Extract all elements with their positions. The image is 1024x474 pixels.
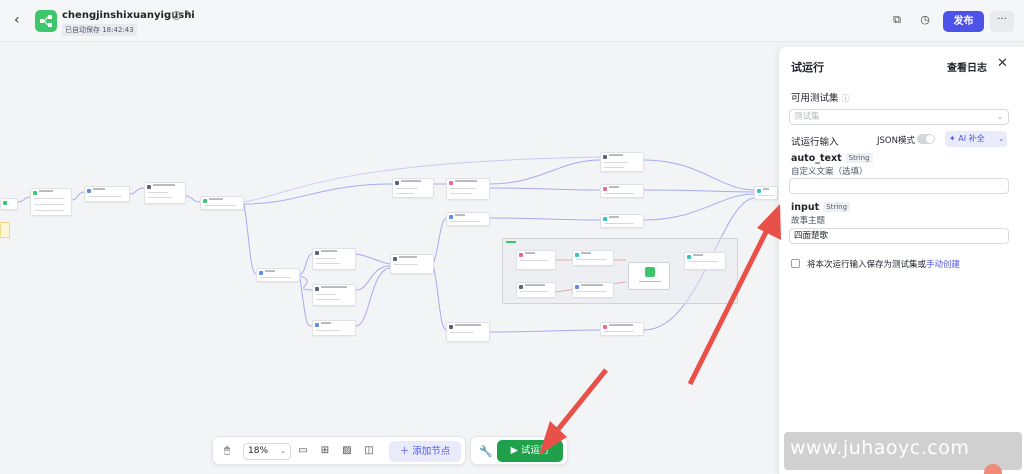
canvas-toolbar: 🖱 18% ⌄ ▭ ⊞ ▨ ◫ ＋ 添加节点: [212, 436, 466, 465]
field-auto-text-desc: 自定义文案（选填）: [791, 167, 868, 177]
manual-create-link[interactable]: 手动创建: [926, 260, 961, 270]
workflow-node[interactable]: [600, 184, 644, 198]
testset-placeholder: 测试集: [794, 112, 820, 122]
workflow-node[interactable]: [446, 212, 490, 226]
info-icon[interactable]: i: [172, 11, 181, 20]
workflow-node[interactable]: [572, 250, 614, 266]
ai-fill-button[interactable]: ✦ AI 补全 ⌄: [945, 131, 1007, 147]
workflow-node-selected[interactable]: [628, 262, 670, 290]
workflow-node[interactable]: [200, 196, 244, 210]
copy-icon[interactable]: ⧉: [893, 13, 901, 26]
run-input-label: 试运行输入: [791, 137, 839, 148]
back-chevron-icon[interactable]: ‹: [14, 12, 20, 28]
top-header: ‹ chengjinshixuanyigushi i ✎ 已自动保存 18:42…: [0, 0, 1024, 42]
workflow-node-end[interactable]: [754, 186, 778, 200]
json-mode-label: JSON模式: [877, 136, 915, 146]
panel-title: 试运行: [791, 61, 824, 74]
workflow-node[interactable]: [600, 322, 644, 336]
image-icon[interactable]: ▨: [342, 445, 352, 456]
test-run-panel: 试运行 查看日志 ✕ 可用测试集 ⓘ 测试集 ⌄ 试运行输入 JSON模式 ✦ …: [778, 47, 1024, 474]
workflow-node[interactable]: [684, 252, 726, 270]
chevron-down-icon: ⌄: [280, 447, 286, 455]
workflow-node[interactable]: [30, 188, 72, 216]
edit-icon[interactable]: ✎: [185, 10, 193, 20]
workflow-canvas[interactable]: [0, 42, 778, 474]
type-badge: String: [845, 153, 873, 163]
more-button[interactable]: ···: [990, 11, 1014, 32]
comment-icon[interactable]: ▭: [298, 445, 308, 456]
add-node-label: 添加节点: [412, 446, 451, 457]
run-toolbar: 🔧 ▶ 试运行: [470, 436, 568, 465]
chevron-down-icon: ⌄: [997, 113, 1003, 121]
workflow-node[interactable]: [0, 198, 18, 210]
play-icon: ▶: [510, 445, 521, 456]
ai-fill-label: AI 补全: [958, 134, 985, 143]
workflow-node[interactable]: [144, 182, 186, 204]
zoom-select[interactable]: 18% ⌄: [243, 443, 291, 460]
workflow-node[interactable]: [390, 254, 434, 274]
plus-icon: ＋: [399, 446, 413, 457]
workflow-node[interactable]: [84, 186, 130, 202]
save-testset-checkbox[interactable]: [791, 259, 800, 268]
publish-button[interactable]: 发布: [943, 11, 984, 32]
workflow-node[interactable]: [516, 282, 556, 298]
watermark-background: [784, 432, 1022, 470]
close-icon[interactable]: ✕: [997, 56, 1008, 71]
save-testset-text: 将本次运行输入保存为测试集或手动创建: [807, 260, 961, 270]
watermark-text: www.juhaoyc.com: [790, 437, 970, 459]
type-badge: String: [823, 202, 851, 212]
add-node-button[interactable]: ＋ 添加节点: [389, 441, 461, 462]
test-run-button[interactable]: ▶ 试运行: [497, 440, 563, 462]
workflow-icon: [40, 15, 52, 27]
json-mode-toggle[interactable]: [917, 134, 935, 144]
mouse-icon[interactable]: 🖱: [224, 445, 230, 456]
zoom-value: 18%: [248, 446, 269, 456]
workflow-icon: [645, 267, 655, 277]
workflow-node[interactable]: [516, 250, 556, 270]
grid-icon[interactable]: ⊞: [320, 445, 330, 456]
history-icon[interactable]: ◷: [920, 13, 930, 26]
wrench-icon[interactable]: 🔧: [479, 445, 493, 458]
workflow-node[interactable]: [446, 178, 490, 200]
workflow-node[interactable]: [256, 268, 300, 282]
autosave-status: 已自动保存 18:42:43: [62, 24, 137, 36]
auto-text-input[interactable]: [789, 178, 1009, 194]
testset-select[interactable]: 测试集 ⌄: [789, 109, 1009, 125]
workflow-node[interactable]: [600, 214, 644, 228]
minimap-icon[interactable]: ◫: [364, 445, 374, 456]
avatar: [984, 464, 1002, 474]
app-name: chengjinshixuanyigushi: [62, 10, 195, 21]
field-input-desc: 故事主题: [791, 216, 826, 226]
workflow-node[interactable]: [600, 152, 644, 172]
note-sticky[interactable]: [0, 222, 10, 238]
chevron-down-icon: ⌄: [998, 135, 1004, 143]
workflow-node[interactable]: [312, 248, 356, 270]
testset-label: 可用测试集 ⓘ: [791, 93, 850, 104]
workflow-node[interactable]: [312, 320, 356, 336]
sparkle-icon: ✦: [949, 134, 959, 143]
info-icon: ⓘ: [841, 94, 850, 103]
workflow-node[interactable]: [312, 284, 356, 306]
workflow-node[interactable]: [572, 282, 614, 298]
workflow-node[interactable]: [446, 322, 490, 342]
story-topic-input[interactable]: 四面楚歌: [789, 228, 1009, 244]
view-log-button[interactable]: 查看日志: [947, 63, 987, 74]
test-run-label: 试运行: [520, 445, 550, 456]
workflow-node[interactable]: [392, 178, 434, 198]
app-logo: [35, 10, 57, 32]
